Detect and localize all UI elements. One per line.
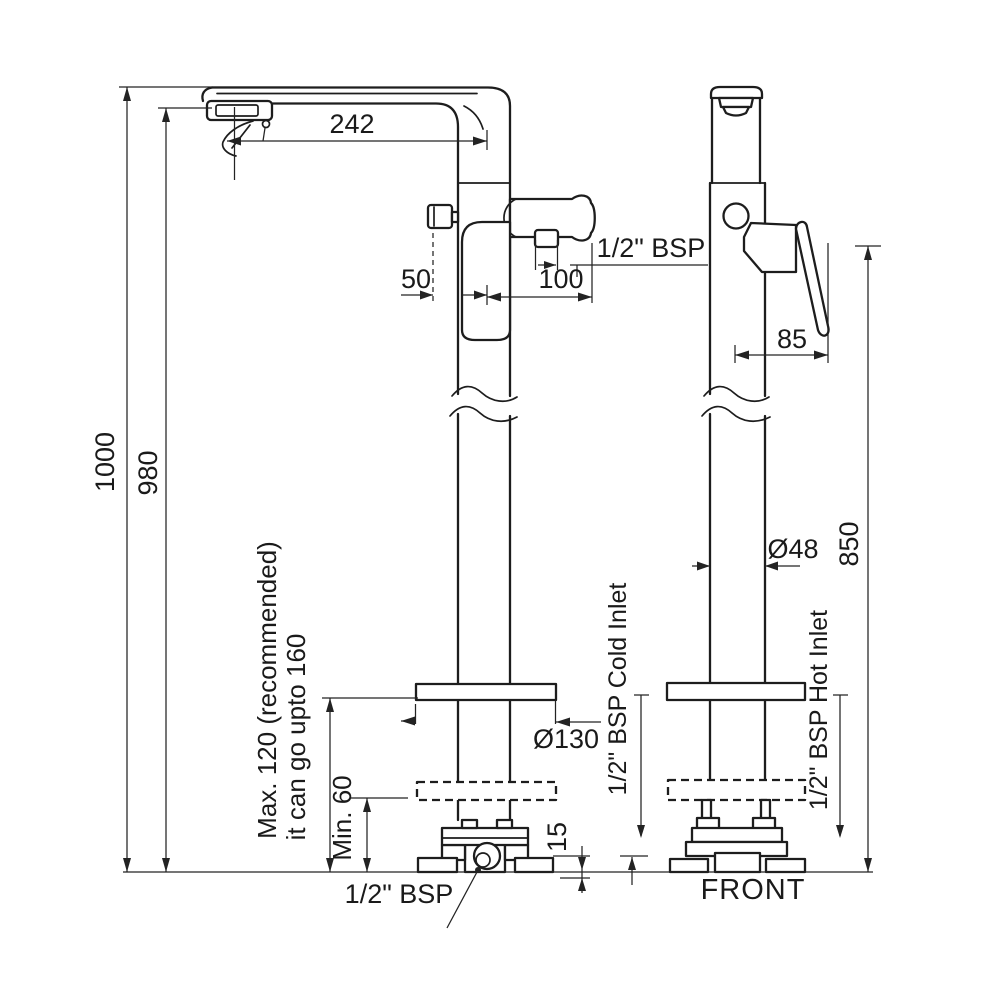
dim-base-height-15 [553,846,590,893]
base-foot-left [416,856,459,874]
diverter-stem [450,210,460,224]
diverter-knob [426,203,454,230]
label-front-view: FRONT [701,874,806,906]
label-handshower-dim: 100 [538,264,583,294]
label-min-clearance: Min. 60 [327,775,357,860]
drip-indicator-tail [262,127,266,142]
spout-fillet-arc [463,105,484,130]
label-max-clearance-line2: it can go upto 160 [281,634,311,841]
dim-column-diameter-48 [692,561,800,571]
leader-cold-inlet [620,694,649,885]
spout-end-cap [709,85,764,100]
spout-beak-curve [221,120,254,157]
label-overall-height: 1000 [90,432,120,492]
label-cold-inlet: 1/2" BSP Cold Inlet [604,583,632,796]
handshower-holder [508,194,596,242]
floor-flange [414,682,558,702]
inlet-connection-outer [472,841,502,871]
drip-indicator-icon [261,119,271,129]
label-base-plate-height: 15 [542,822,572,852]
dim-diverter-50 [401,233,488,305]
front-view [665,85,830,874]
label-hot-inlet: 1/2" BSP Hot Inlet [805,610,833,810]
handshower-outlet-knob [533,228,560,249]
label-lever-height: 850 [834,521,864,566]
spout-underside [232,102,460,396]
dim-overall-height-1000 [119,86,300,872]
side-view [201,86,596,874]
front-break-line-lower [701,405,771,423]
leader-floor-connection [446,867,481,929]
base-tab-right [495,818,514,830]
break-line-lower [449,405,518,423]
front-break-line-upper [703,385,770,403]
label-flange-diameter: Ø130 [533,724,599,754]
front-base-foot-right [764,857,807,874]
dim-min-clearance-60 [350,797,408,872]
label-column-diameter: Ø48 [767,534,818,564]
mount-stem-left [700,798,713,821]
aerator-insert [215,104,259,117]
dim-lever-height-850 [855,245,881,872]
labels: 242 1000 980 50 100 1/2" BSP 85 Ø48 850 … [90,109,864,909]
label-floor-connection: 1/2" BSP [345,879,454,909]
base-foot-right [513,856,555,874]
dim-outlet-knob [534,240,708,277]
break-line-upper [451,385,518,403]
base-tab-left [460,818,479,830]
spout-tip-cap [201,86,214,103]
label-max-clearance-line1: Max. 120 (recommended) [252,541,282,839]
front-base-tier1 [690,826,784,844]
front-base-middle [713,851,762,874]
front-base-foot-left [668,857,710,874]
dim-flange-diameter-130 [401,701,601,727]
handshower-holder-arc [503,198,517,238]
label-diverter-dim: 50 [401,264,431,294]
aerator-front-lower [721,105,751,117]
dim-spout-reach-242 [227,107,488,180]
lever-blade [794,220,830,337]
lever-boss [742,221,798,274]
leader-hot-inlet [833,694,848,838]
floor-flange-alt-position [415,780,558,802]
front-floor-flange-alt [666,778,807,802]
label-handshower-connection: 1/2" BSP [597,233,706,263]
dim-spout-height-980 [158,107,212,872]
aerator-front-upper [717,96,755,109]
diverter-button-front [722,202,750,230]
label-spout-reach: 242 [329,109,374,139]
dim-handshower-100 [487,243,593,303]
dim-lever-85 [734,243,829,363]
label-spout-outlet-height: 980 [133,450,163,495]
dim-max-clearance-120 [322,697,418,872]
dimensions [119,86,881,929]
mixer-lever-side [460,220,512,342]
mount-stem-right [759,798,772,821]
inlet-connection-inner [475,852,491,868]
front-floor-flange [665,681,807,702]
spout-arm-outline [210,86,512,398]
label-lever-dim: 85 [777,324,807,354]
